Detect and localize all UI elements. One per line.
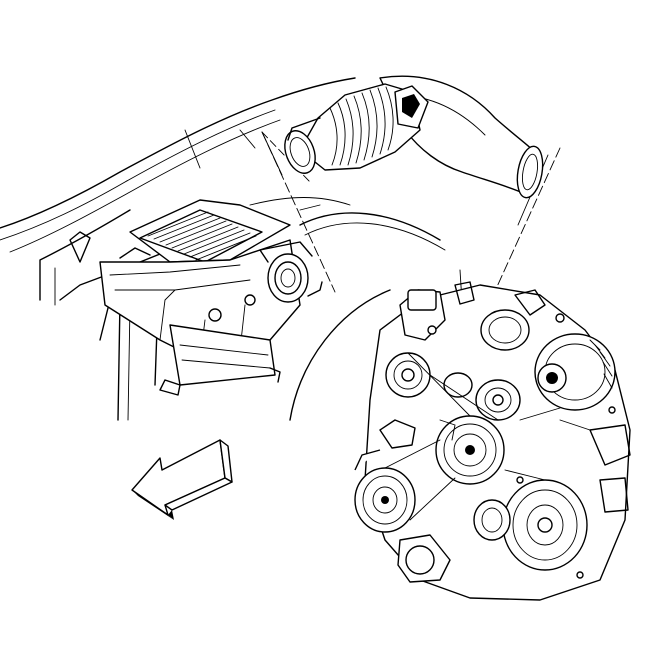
engine-front-icon	[354, 281, 631, 601]
forward-direction-arrow-icon	[131, 439, 233, 520]
fender-body-outline	[0, 77, 356, 421]
air-cleaner-assembly-icon	[99, 199, 323, 396]
radiator-shroud	[249, 197, 446, 421]
air-intake-duct-icon	[284, 75, 544, 199]
